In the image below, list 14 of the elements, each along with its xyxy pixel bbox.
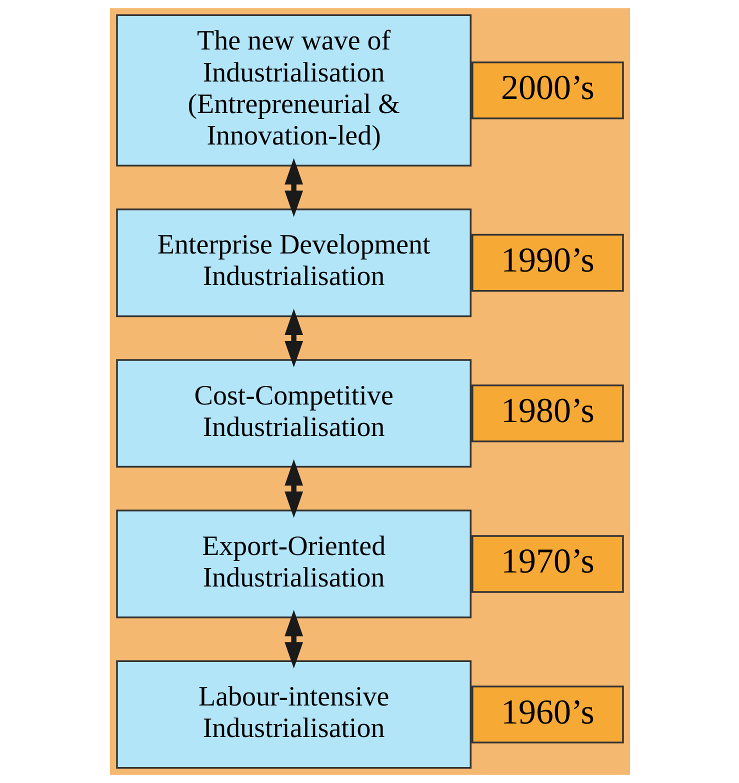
arrow <box>284 158 303 217</box>
node-box: 1980’s <box>471 384 624 442</box>
node-box: Export-Oriented Industrialisation <box>116 510 472 618</box>
node-box: 2000’s <box>471 61 624 120</box>
arrow <box>284 610 303 668</box>
node-box: 1960’s <box>471 686 624 744</box>
arrow <box>284 308 303 368</box>
node-box: Labour-intensive Industrialisation <box>116 660 472 769</box>
node-box: Cost-Competitive Industrialisation <box>116 359 472 468</box>
node-box: 1990’s <box>471 234 624 292</box>
node-box: Enterprise Development Industrialisation <box>116 208 472 318</box>
node-box: 1970’s <box>471 535 624 593</box>
node-box: The new wave of Industrialisation (Entrepreneurial & Innovation-led) <box>116 14 472 167</box>
arrow <box>284 459 303 518</box>
